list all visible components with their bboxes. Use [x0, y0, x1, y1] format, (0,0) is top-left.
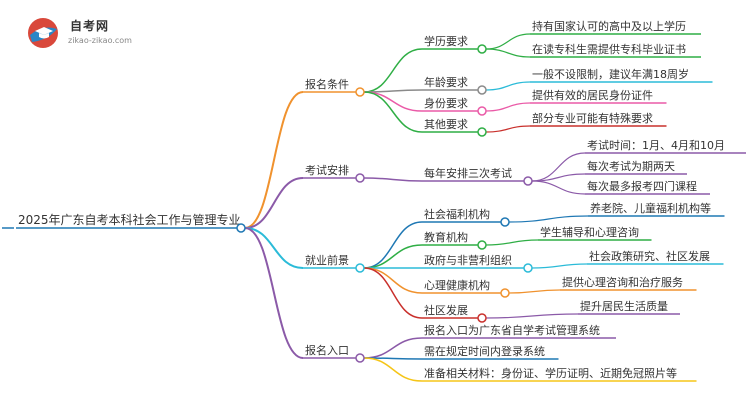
child-2-4-label: 社区发展 [424, 303, 468, 317]
child-0-1-label: 年龄要求 [424, 75, 468, 89]
child-link-0-0 [363, 48, 423, 93]
child-3-1-label: 需在规定时间内登录系统 [424, 344, 545, 358]
child-0-2-label: 身份要求 [424, 96, 468, 110]
leaf-1-0-1-label: 每次考试为期两天 [587, 159, 675, 173]
branch-link-2 [244, 227, 304, 269]
leaf-link-0-0-1 [485, 48, 531, 58]
branch-3-label: 报名入口 [305, 343, 349, 357]
child-link-1-0 [363, 177, 423, 182]
child-2-0-label: 社会福利机构 [424, 207, 490, 221]
child-1-0-connector[interactable] [523, 176, 533, 186]
child-2-1-label: 教育机构 [424, 230, 468, 244]
leaf-2-0-0-label: 养老院、儿童福利机构等 [590, 201, 711, 215]
child-0-3-label: 其他要求 [424, 118, 468, 131]
child-0-0-connector[interactable] [477, 44, 487, 54]
leaf-2-2-0-label: 社会政策研究、社区发展 [589, 249, 710, 263]
root-connector[interactable] [236, 223, 246, 233]
child-link-0-3 [363, 91, 423, 133]
leaf-1-0-2-label: 每次最多报考四门课程 [587, 179, 697, 193]
leaf-0-0-0-label: 持有国家认可的高中及以上学历 [532, 19, 686, 33]
leaf-link-1-0-2 [531, 180, 586, 195]
leaf-0-1-0-label: 一般不设限制，建议年满18周岁 [532, 67, 689, 81]
branch-link-1 [244, 177, 304, 229]
graduation-cap-icon [28, 18, 58, 48]
site-logo: 自考网 zikao-zikao.com [26, 14, 146, 54]
child-link-3-0 [363, 337, 423, 359]
child-2-4-connector[interactable] [477, 313, 487, 323]
child-0-3-connector[interactable] [477, 127, 487, 137]
leaf-0-2-0-label: 提供有效的居民身份证件 [532, 88, 653, 102]
child-2-0-connector[interactable] [500, 217, 510, 227]
child-2-1-connector[interactable] [477, 240, 487, 250]
branch-1-label: 考试安排 [305, 163, 349, 177]
branch-0-connector[interactable] [355, 87, 365, 97]
leaf-link-2-3-0 [508, 289, 561, 294]
leaf-link-0-1-0 [485, 81, 531, 91]
child-link-0-2 [363, 91, 423, 112]
child-1-0-label: 每年安排三次考试 [424, 166, 512, 180]
leaf-0-0-1-label: 在读专科生需提供专科毕业证书 [532, 42, 686, 56]
leaf-link-0-0-0 [485, 33, 531, 50]
logo-url: zikao-zikao.com [68, 36, 132, 45]
branch-3-connector[interactable] [355, 353, 365, 363]
child-0-2-connector[interactable] [477, 106, 487, 116]
child-3-0-label: 报名入口为广东省自学考试管理系统 [424, 323, 600, 337]
branch-link-0 [244, 91, 304, 229]
leaf-2-1-0-label: 学生辅导和心理咨询 [540, 225, 639, 239]
leaf-link-2-0-0 [508, 215, 589, 223]
leaf-2-3-0-label: 提供心理咨询和治疗服务 [562, 275, 683, 289]
child-link-3-2 [363, 357, 423, 382]
leaf-1-0-0-label: 考试时间：1月、4月和10月 [587, 139, 725, 152]
child-3-2-label: 准备相关材料：身份证、学历证明、近期免冠照片等 [424, 366, 677, 380]
child-2-3-connector[interactable] [500, 288, 510, 298]
child-link-2-4 [363, 267, 423, 319]
leaf-link-0-3-0 [485, 125, 531, 133]
leaf-2-4-0-label: 提升居民生活质量 [580, 299, 668, 313]
branch-1-connector[interactable] [355, 173, 365, 183]
child-0-0-label: 学历要求 [424, 34, 468, 48]
leaf-link-2-1-0 [485, 239, 539, 246]
child-2-3-label: 心理健康机构 [424, 278, 490, 292]
branch-link-3 [244, 227, 304, 359]
leaf-link-2-2-0 [531, 263, 588, 269]
logo-title: 自考网 [70, 19, 110, 33]
child-2-2-label: 政府与非营利组织 [424, 253, 512, 267]
leaf-link-2-4-0 [485, 313, 579, 319]
leaf-link-1-0-0 [531, 152, 586, 182]
branch-2-connector[interactable] [355, 263, 365, 273]
child-2-2-connector[interactable] [523, 263, 533, 273]
child-link-2-1 [363, 244, 423, 269]
root-label: 2025年广东自考本科社会工作与管理专业 [18, 212, 241, 227]
leaf-link-0-2-0 [485, 102, 531, 112]
branch-2-label: 就业前景 [305, 253, 349, 267]
child-link-2-0 [363, 221, 423, 269]
leaf-0-3-0-label: 部分专业可能有特殊要求 [532, 111, 653, 125]
child-link-2-3 [363, 267, 423, 294]
branch-0-label: 报名条件 [305, 77, 349, 91]
child-0-1-connector[interactable] [477, 85, 487, 95]
